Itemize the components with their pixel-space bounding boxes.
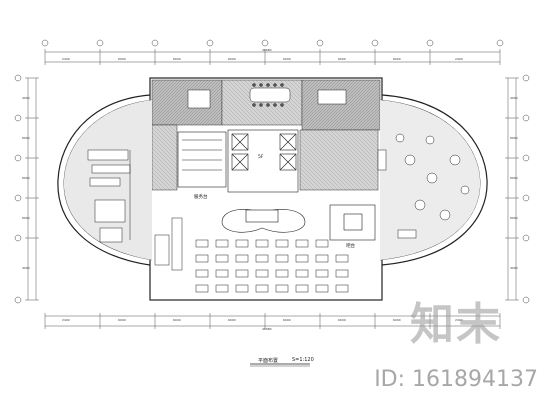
right-dim-3: 6000 <box>510 216 518 220</box>
top-dim-3: 6000 <box>228 57 236 61</box>
drawing-title: 平面布置 <box>258 358 279 364</box>
bottom-dim-5: 6000 <box>338 318 346 322</box>
total-dimension-top: 40680 <box>262 48 272 52</box>
room-label-lobby: 服务台 <box>194 195 208 200</box>
left-dim-2: 6000 <box>22 176 30 180</box>
dimension-lines <box>27 51 517 327</box>
reception-lounge <box>221 204 376 241</box>
top-dim-7: 2400 <box>455 57 463 61</box>
left-dim-3: 6000 <box>22 216 30 220</box>
right-wing-tables <box>377 133 470 239</box>
right-dim-0: 4000 <box>510 96 518 100</box>
left-dim-4: 4000 <box>22 266 30 270</box>
bottom-dim-3: 6000 <box>228 318 236 322</box>
top-dim-0: 2400 <box>62 57 70 61</box>
bottom-dim-4: 6000 <box>283 318 291 322</box>
left-dim-1: 6000 <box>22 136 30 140</box>
left-dim-0: 4000 <box>22 96 30 100</box>
grid-ticks <box>25 49 519 329</box>
right-dim-2: 6000 <box>510 176 518 180</box>
top-dim-6: 6000 <box>393 57 401 61</box>
conference-table <box>187 83 347 109</box>
watermark-id: ID: 161894137 <box>374 367 538 392</box>
top-dim-5: 6000 <box>338 57 346 61</box>
total-dimension-bottom: 40680 <box>262 327 272 331</box>
left-wing-fixtures <box>87 149 183 271</box>
room-label-core: 5F <box>258 155 264 160</box>
top-dim-1: 6000 <box>118 57 126 61</box>
bottom-dim-2: 6000 <box>173 318 181 322</box>
title-underline <box>250 363 310 367</box>
bottom-dim-6: 6000 <box>393 318 401 322</box>
watermark-brand: 知末 <box>410 299 502 350</box>
right-dim-4: 4000 <box>510 266 518 270</box>
room-label-bar: 吧台 <box>346 244 355 249</box>
top-dim-2: 6000 <box>173 57 181 61</box>
top-dim-4: 6000 <box>283 57 291 61</box>
right-dim-1: 6000 <box>510 136 518 140</box>
drawing-scale: S=1:120 <box>292 357 314 363</box>
bottom-dim-0: 2400 <box>62 318 70 322</box>
dining-tables <box>195 239 349 293</box>
bottom-dim-1: 6000 <box>118 318 126 322</box>
axis-bubbles <box>14 39 530 304</box>
elevator-core <box>177 129 299 193</box>
bottom-dim-7: 2400 <box>455 318 463 322</box>
